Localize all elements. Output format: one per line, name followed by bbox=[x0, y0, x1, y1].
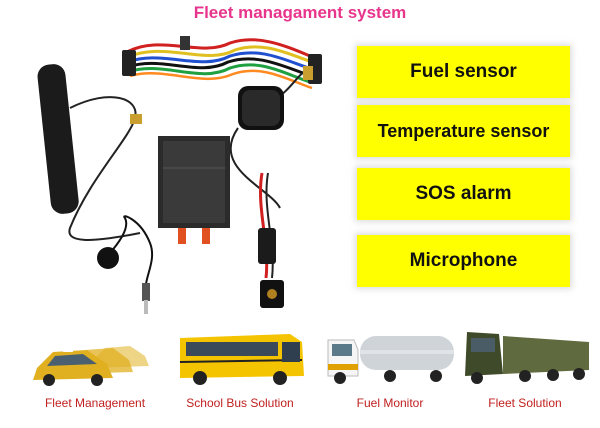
microphone-icon bbox=[97, 215, 153, 314]
feature-fuel-sensor: Fuel sensor bbox=[357, 46, 570, 98]
fuel-tanker-icon bbox=[327, 336, 454, 384]
solution-fleet-management: Fleet Management bbox=[25, 320, 165, 420]
solution-school-bus: School Bus Solution bbox=[170, 320, 310, 420]
school-bus-icon bbox=[179, 334, 304, 385]
sos-button-icon bbox=[258, 172, 284, 308]
solution-fleet-solution: Fleet Solution bbox=[455, 320, 595, 420]
cargo-truck-icon bbox=[465, 332, 589, 384]
taxi-fleet-icon bbox=[33, 346, 149, 386]
solution-fuel-monitor: Fuel Monitor bbox=[320, 320, 460, 420]
page-title: Fleet managament system bbox=[193, 3, 407, 22]
solution-label: Fleet Management bbox=[44, 396, 146, 410]
feature-temperature-sensor: Temperature sensor bbox=[357, 105, 570, 157]
solution-label: School Bus Solution bbox=[186, 396, 294, 410]
tracker-device-icon bbox=[158, 136, 230, 244]
solution-label: Fuel Monitor bbox=[356, 396, 424, 410]
feature-microphone: Microphone bbox=[357, 235, 570, 287]
gps-antenna-icon bbox=[229, 66, 313, 209]
feature-sos-alarm: SOS alarm bbox=[357, 168, 570, 220]
wiring-harness-icon bbox=[122, 36, 322, 90]
gps-tracker-kit-image bbox=[37, 36, 322, 314]
solution-label: Fleet Solution bbox=[488, 396, 562, 410]
gsm-antenna-icon bbox=[37, 64, 142, 241]
